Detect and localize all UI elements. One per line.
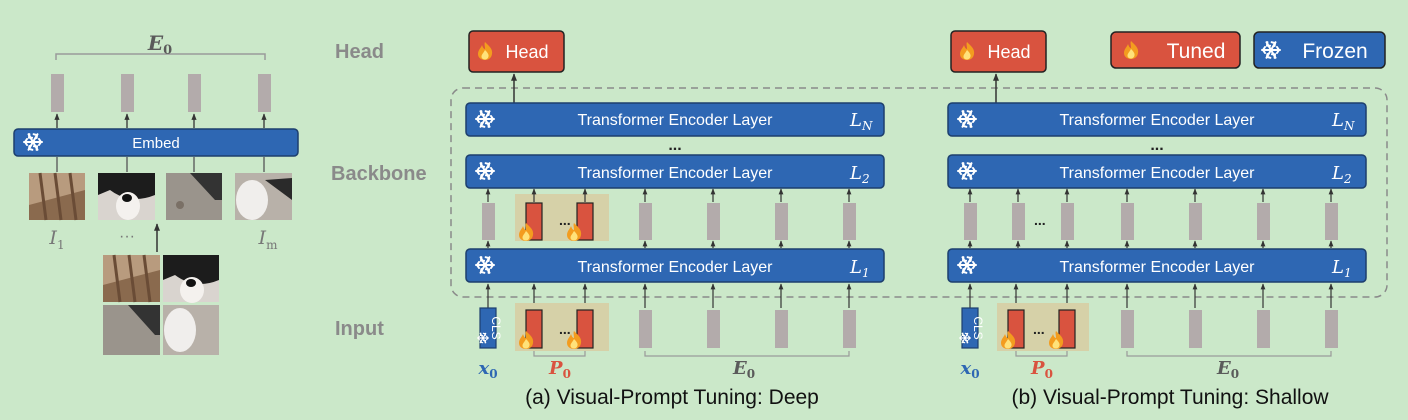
row-label-backbone: Backbone	[331, 163, 427, 185]
layer-ellipsis: ...	[1150, 137, 1163, 154]
embedding-token	[188, 74, 201, 112]
legend-frozen: Frozen	[1253, 31, 1386, 69]
legend-tuned-label: Tuned	[1167, 40, 1226, 63]
prompt-token	[576, 202, 594, 241]
prompt-token	[1058, 309, 1076, 349]
encoder-layer-n	[465, 102, 885, 137]
cls-label: CLS	[971, 316, 985, 339]
image-patch	[98, 173, 155, 220]
layer-label: Transformer Encoder Layer	[1059, 259, 1255, 276]
head-box	[468, 30, 565, 73]
embed-label: Embed	[132, 135, 180, 152]
encoder-layer-1	[947, 248, 1367, 283]
row-label-head: Head	[335, 41, 384, 63]
prompt-token	[576, 309, 594, 349]
layer-id: L1	[1331, 257, 1352, 280]
layer-label: Transformer Encoder Layer	[577, 112, 773, 129]
encoder-layer-1	[465, 248, 885, 283]
i1-label: I1	[48, 227, 64, 252]
head-label: Head	[987, 42, 1030, 62]
embedding-token	[121, 74, 134, 112]
prompt-ellipsis: ...	[559, 321, 571, 337]
layer-label: Transformer Encoder Layer	[577, 165, 773, 182]
caption-shallow: (b) Visual-Prompt Tuning: Shallow	[1011, 386, 1329, 409]
source-image	[103, 254, 219, 355]
layer-id: L2	[1331, 163, 1352, 186]
image-patch	[29, 172, 85, 221]
embed-layer	[13, 128, 299, 157]
head-label: Head	[505, 42, 548, 62]
left-panel: E0 Embed	[13, 31, 299, 355]
encoder-layer-2	[947, 154, 1367, 189]
encoder-layer-n	[947, 102, 1367, 137]
layer-label: Transformer Encoder Layer	[577, 259, 773, 276]
layer-id: L1	[849, 257, 870, 280]
layer-id: L2	[849, 163, 870, 186]
prompt-ellipsis: ...	[559, 212, 571, 228]
encoder-layer-2	[465, 154, 885, 189]
e0-label-left: E0	[147, 31, 172, 58]
backbone-frame	[450, 87, 1388, 298]
layer-label: Transformer Encoder Layer	[1059, 165, 1255, 182]
p0-label: P0	[1030, 358, 1053, 381]
panel-deep: Head Transformer Encoder Layer LN ... Tr…	[465, 30, 885, 409]
embedding-token	[51, 74, 64, 112]
layer-id: LN	[1331, 110, 1355, 133]
cls-label: CLS	[489, 316, 503, 339]
x0-label: x0	[959, 358, 979, 381]
prompt-ellipsis: ...	[1034, 212, 1046, 228]
x0-label: x0	[477, 358, 497, 381]
panel-shallow: Head Transformer Encoder Layer LN ... Tr…	[947, 30, 1367, 409]
prompt-ellipsis: ...	[1033, 321, 1045, 337]
layer-label: Transformer Encoder Layer	[1059, 112, 1255, 129]
row-label-input: Input	[335, 318, 384, 340]
p0-label: P0	[548, 358, 571, 381]
legend-frozen-label: Frozen	[1302, 40, 1367, 63]
head-box	[950, 30, 1047, 73]
embedding-token	[258, 74, 271, 112]
im-label: Im	[258, 227, 279, 252]
e0-label: E0	[732, 358, 755, 381]
image-patch	[235, 173, 292, 220]
patch-ellipsis: ···	[119, 228, 135, 245]
caption-deep: (a) Visual-Prompt Tuning: Deep	[525, 386, 819, 409]
image-patch	[166, 173, 222, 220]
e0-label: E0	[1216, 358, 1239, 381]
layer-id: LN	[849, 110, 873, 133]
layer-ellipsis: ...	[668, 137, 681, 154]
legend-tuned: Tuned	[1110, 31, 1241, 69]
